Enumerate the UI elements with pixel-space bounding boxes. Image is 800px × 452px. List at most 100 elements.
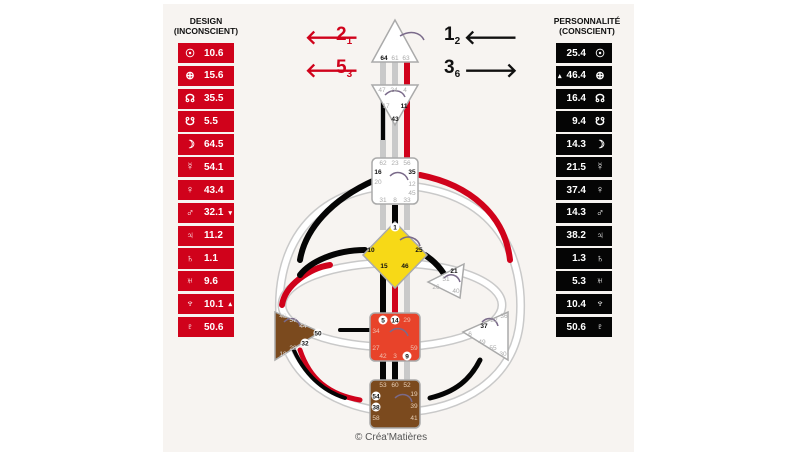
gate-marker [313,328,323,338]
personality-row-moon[interactable]: 14.3☽ [556,134,612,155]
design-row-neptune[interactable]: ♆10.1▴ [178,294,234,315]
design-value: 35.5 [204,93,224,105]
personality-row-neptune[interactable]: 10.4♆ [556,294,612,315]
gate-35: 35 [408,169,416,176]
gate-33: 33 [403,197,411,204]
design-row-earth[interactable]: ⊕15.6 [178,65,234,87]
personality-row-mercury[interactable]: 21.5☿ [556,157,612,178]
variable-sub: 6 [454,69,461,81]
personality-value: 5.3 [572,275,586,287]
design-row-moon[interactable]: ☽64.5 [178,134,234,155]
personality-planet-list: 25.4☉▴46.4⊕16.4☊9.4☋14.3☽21.5☿37.4♀14.3♂… [556,43,612,340]
personality-row-jupiter[interactable]: 38.2♃ [556,225,612,246]
root-center[interactable] [369,379,421,429]
variable-main: 1 [444,24,455,45]
moon-icon: ☽ [185,138,195,151]
neptune-icon: ♆ [185,298,195,311]
design-row-mars[interactable]: ♂32.1▾ [178,202,234,223]
gate-10: 10 [367,247,375,254]
design-row-south-node[interactable]: ☋5.5 [178,111,234,132]
gate-26: 26 [432,284,440,291]
variable-sub: 2 [454,36,461,48]
gate-56: 56 [403,160,411,167]
variable-main: 2 [336,24,347,45]
spine-channel-active [392,270,398,315]
north-node-icon: ☊ [185,93,195,106]
personality-row-pluto[interactable]: 50.6♇ [556,316,612,338]
variable-sub: 1 [346,36,353,48]
ego-center[interactable] [426,262,465,300]
gate-53: 53 [379,382,387,389]
design-value: 1.1 [204,253,218,265]
design-value: 10.1 [204,298,224,310]
gate-54: 54 [372,394,380,401]
gate-30: 30 [499,351,507,358]
gate-52: 52 [403,382,411,389]
gate-18: 18 [279,351,287,358]
spine-channel-active [380,360,386,380]
personality-row-mars[interactable]: 14.3♂ [556,202,612,223]
variable-top-right-value: 12 [444,24,460,47]
gate-45: 45 [408,190,416,197]
personality-row-sun[interactable]: 25.4☉ [556,43,612,64]
gate-17: 17 [382,103,390,110]
gate-58: 58 [372,415,380,422]
gate-36: 36 [500,313,508,320]
curved-arrow-icon [394,393,413,403]
personality-value: 9.4 [572,116,586,128]
curved-arrow-icon [399,236,421,247]
design-title-line1: DESIGN [189,16,223,26]
throat-center[interactable] [371,157,419,205]
personality-row-venus[interactable]: 37.4♀ [556,179,612,201]
design-row-north-node[interactable]: ☊ 35.5 [178,88,234,109]
gate-61: 61 [391,55,399,62]
ajna-center[interactable] [370,84,420,127]
spine-channel [404,200,410,230]
personality-row-saturn[interactable]: 1.3♄ [556,248,612,269]
design-title: DESIGN (INCONSCIENT) [170,16,242,36]
south-node-icon: ☋ [185,116,195,129]
design-row-sun[interactable]: ☉10.6 [178,43,234,64]
design-value: 11.2 [204,230,223,242]
personality-row-uranus[interactable]: 5.3♅ [556,271,612,292]
spine-channel-active [380,270,386,315]
gate-62: 62 [379,160,387,167]
spine-channel-active [392,205,398,230]
channel-g-spleen [297,247,368,278]
design-row-jupiter[interactable]: ♃ 11.2 [178,225,234,246]
variable-bottom-left: 🡐 [305,58,359,83]
gate-57: 57 [289,317,297,324]
gate-55: 55 [489,345,497,352]
personality-row-earth[interactable]: ▴46.4⊕ [556,65,612,87]
gate-5: 5 [381,318,385,325]
design-row-pluto[interactable]: ♇50.6 [178,316,234,338]
variable-bottom-left-value: 53 [336,57,352,80]
gate-47: 47 [378,87,386,94]
design-row-venus[interactable]: ♀43.4 [178,179,234,201]
variable-sub: 3 [346,69,353,81]
personality-row-south-node[interactable]: 9.4☋ [556,111,612,132]
gate-9: 9 [405,354,409,361]
curved-arrow-icon [283,317,301,327]
gate-40: 40 [452,288,460,295]
design-row-saturn[interactable]: ♄1.1 [178,248,234,269]
personality-row-north-node[interactable]: 16.4☊ [556,88,612,109]
gate-60: 60 [391,382,399,389]
personality-value: 38.2 [566,230,586,242]
neptune-icon: ♆ [595,298,605,311]
curved-arrow-icon [399,31,425,41]
spine-channel [404,360,410,380]
gate-15: 15 [380,263,388,270]
design-value: 50.6 [204,321,224,333]
variable-top-left: 🡐 [305,25,359,50]
jupiter-icon: ♃ [185,229,195,242]
gate-marker [390,315,400,325]
channel-throat-left [297,177,378,263]
head-center[interactable] [370,18,420,63]
personality-title: PERSONNALITÉ (CONSCIENT) [548,16,626,36]
sacral-center[interactable] [369,312,421,362]
design-row-mercury[interactable]: ☿54.1 [178,157,234,178]
design-row-uranus[interactable]: ♅9.6 [178,271,234,292]
g-center[interactable] [361,220,429,290]
